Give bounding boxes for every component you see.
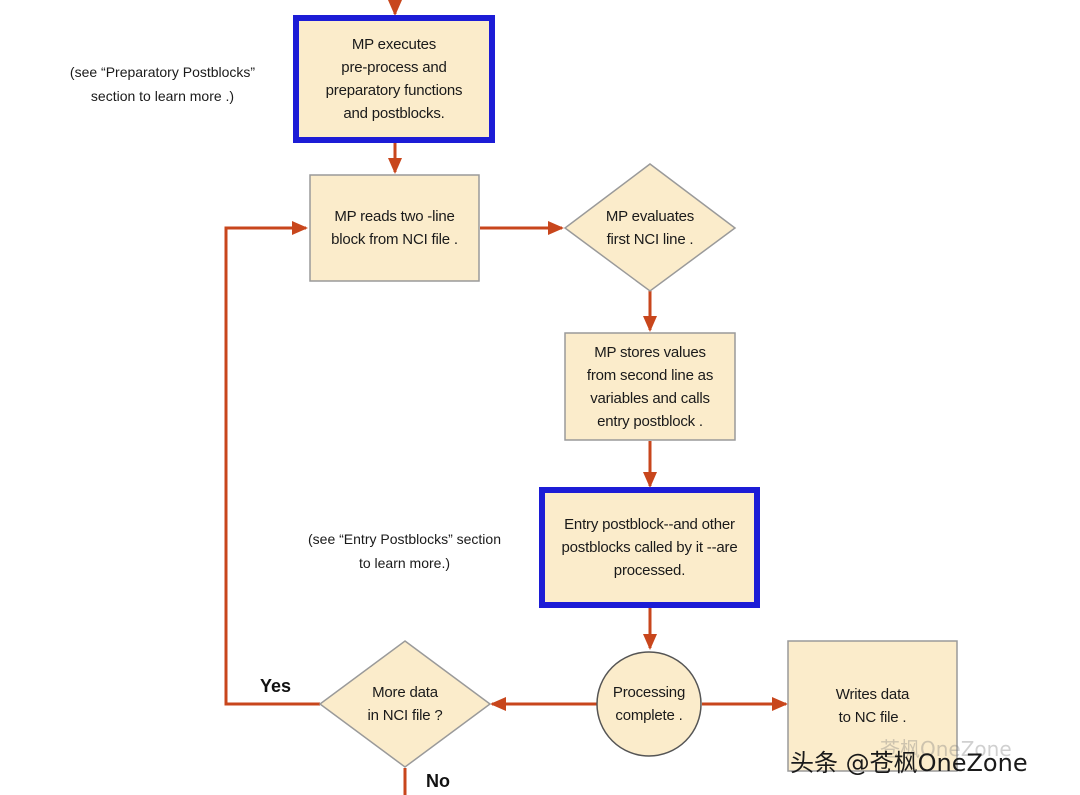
- evaluate-diamond: [563, 163, 737, 292]
- no-label: No: [426, 771, 450, 791]
- more-data-label: More data in NCI file ?: [367, 684, 443, 724]
- more-data-diamond: [318, 640, 492, 768]
- read-block-box: [309, 174, 480, 282]
- store-values-box: [564, 332, 736, 441]
- arrow-yes-loop: [224, 221, 320, 706]
- store-values-label: MP stores values from second line as var…: [586, 343, 714, 430]
- watermark-ghost: 苍枫OneZone: [880, 737, 1012, 761]
- entry-postblock-label: Entry postblock--and other postblocks ca…: [561, 516, 738, 579]
- writes-data-box: [787, 640, 958, 772]
- watermark: 头条 @苍枫OneZone: [790, 749, 1028, 777]
- preprocess-box: [293, 15, 495, 143]
- preparatory-postblocks-note: (see “Preparatory Postblocks” section to…: [69, 64, 256, 104]
- read-block-label: MP reads two -line block from NCI file .: [331, 208, 458, 248]
- yes-label: Yes: [260, 676, 292, 696]
- entry-postblocks-note: (see “Entry Postblocks” section to learn…: [308, 531, 501, 571]
- writes-data-label: Writes data to NC file .: [835, 686, 910, 726]
- processing-complete-circle: [596, 651, 702, 757]
- entry-postblock-box: [539, 487, 760, 608]
- preprocess-label: MP executes pre-process and preparatory …: [325, 36, 463, 122]
- processing-complete-label: Processing complete .: [612, 684, 686, 724]
- evaluate-label: MP evaluates first NCI line .: [605, 208, 695, 248]
